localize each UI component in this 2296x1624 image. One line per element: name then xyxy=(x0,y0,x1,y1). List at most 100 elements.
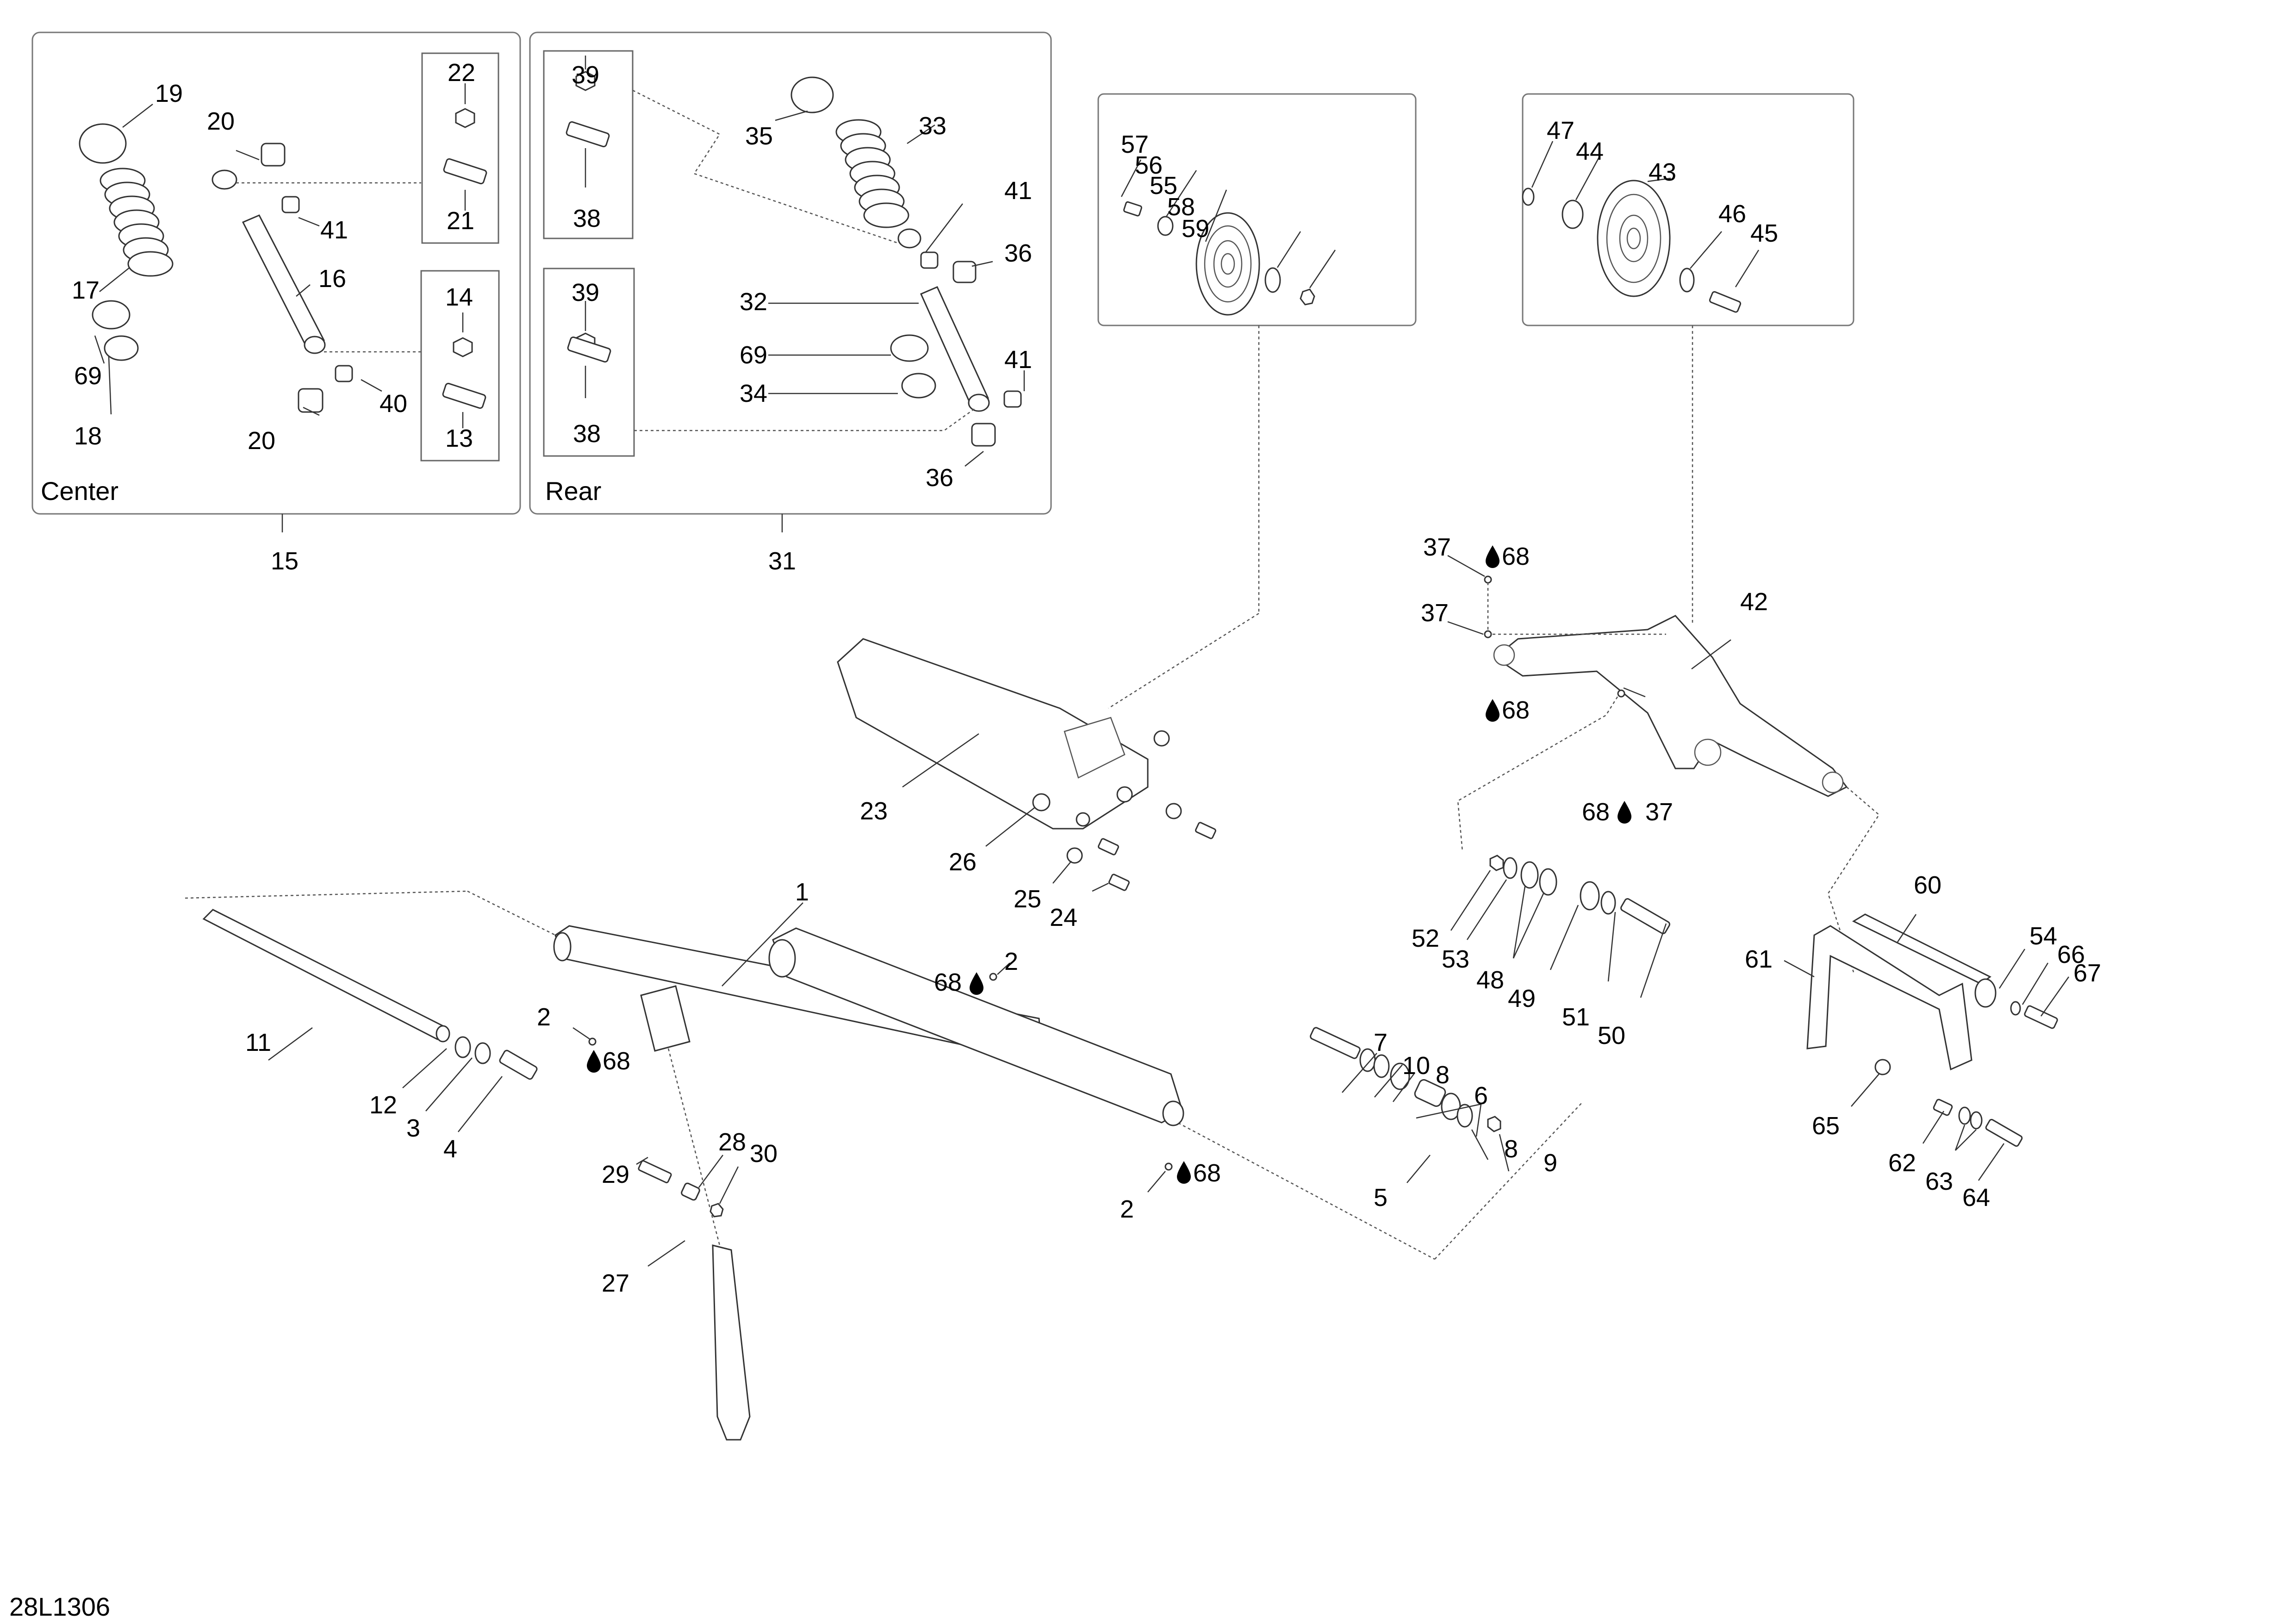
callout-37[interactable]: 37 xyxy=(1423,533,1451,561)
callout-38[interactable]: 38 xyxy=(573,205,601,232)
callout-55[interactable]: 55 xyxy=(1150,172,1177,200)
callout-64[interactable]: 64 xyxy=(1962,1184,1990,1212)
bolt-57[interactable] xyxy=(1123,201,1142,217)
nut-65[interactable] xyxy=(1874,1059,1891,1075)
callout-48[interactable]: 48 xyxy=(1476,966,1504,994)
nut-9[interactable] xyxy=(1487,1116,1501,1132)
callout-60[interactable]: 60 xyxy=(1914,871,1941,899)
callout-33[interactable]: 33 xyxy=(919,112,946,140)
spacer-62[interactable] xyxy=(1933,1099,1953,1116)
washer[interactable] xyxy=(1165,803,1182,819)
washer-53[interactable] xyxy=(1503,857,1518,879)
callout-38[interactable]: 38 xyxy=(573,420,601,448)
callout-31[interactable]: 31 xyxy=(768,547,796,575)
idler-wheel-43[interactable] xyxy=(1597,180,1671,297)
lubricant-callout-68[interactable]: 68 xyxy=(1582,798,1631,826)
callout-2[interactable]: 2 xyxy=(1004,948,1018,975)
callout-45[interactable]: 45 xyxy=(1750,219,1778,247)
nut[interactable] xyxy=(1153,730,1170,747)
callout-39[interactable]: 39 xyxy=(572,61,599,89)
nut-14[interactable] xyxy=(453,337,473,357)
callout-11[interactable]: 11 xyxy=(245,1029,271,1056)
link-27[interactable] xyxy=(712,1244,751,1441)
callout-18[interactable]: 18 xyxy=(74,422,102,450)
adjuster-ring-18[interactable] xyxy=(104,335,139,361)
callout-14[interactable]: 14 xyxy=(445,283,473,311)
callout-36[interactable]: 36 xyxy=(926,464,953,492)
bellcrank-61[interactable] xyxy=(1806,925,1972,1071)
callout-5[interactable]: 5 xyxy=(1374,1184,1388,1212)
callout-26[interactable]: 26 xyxy=(949,848,977,876)
callout-53[interactable]: 53 xyxy=(1442,945,1469,973)
shock-absorber-32[interactable] xyxy=(897,228,990,412)
callout-28[interactable]: 28 xyxy=(718,1128,746,1156)
callout-66[interactable]: 66 xyxy=(2057,941,2085,968)
callout-43[interactable]: 43 xyxy=(1649,158,1676,186)
callout-41[interactable]: 41 xyxy=(320,216,348,244)
bolt-21[interactable] xyxy=(443,158,487,185)
callout-9[interactable]: 9 xyxy=(1543,1149,1557,1177)
bolt-7[interactable] xyxy=(1310,1027,1361,1059)
nut-52[interactable] xyxy=(1489,855,1504,871)
grease-fitting-2[interactable] xyxy=(1164,1162,1173,1171)
shock-absorber-16[interactable] xyxy=(212,169,326,354)
callout-2[interactable]: 2 xyxy=(1120,1195,1134,1223)
callout-62[interactable]: 62 xyxy=(1888,1149,1916,1177)
grease-fitting-37[interactable] xyxy=(1484,575,1492,584)
callout-23[interactable]: 23 xyxy=(860,797,888,825)
grease-fitting-37[interactable] xyxy=(1484,630,1492,638)
bolt-67[interactable] xyxy=(2024,1005,2058,1029)
bushing-36-upper[interactable] xyxy=(952,261,977,283)
adjuster-ring-34[interactable] xyxy=(901,373,936,399)
bushing-6[interactable] xyxy=(1390,1062,1410,1090)
callout-44[interactable]: 44 xyxy=(1576,137,1604,165)
callout-36[interactable]: 36 xyxy=(1004,239,1032,267)
nut-26[interactable] xyxy=(1032,793,1051,812)
shaft-60[interactable] xyxy=(1852,913,1991,985)
callout-46[interactable]: 46 xyxy=(1718,200,1746,228)
washer-8[interactable] xyxy=(1373,1054,1390,1078)
callout-17[interactable]: 17 xyxy=(72,276,100,304)
callout-47[interactable]: 47 xyxy=(1547,117,1574,144)
spring-retainer-19[interactable] xyxy=(79,123,127,164)
nut-39[interactable] xyxy=(575,71,596,91)
spacer-12[interactable] xyxy=(454,1036,471,1058)
spacer-56[interactable] xyxy=(1157,216,1174,236)
callout-25[interactable]: 25 xyxy=(1014,885,1041,913)
callout-37[interactable]: 37 xyxy=(1421,599,1449,627)
callout-42[interactable]: 42 xyxy=(1740,588,1768,616)
callout-65[interactable]: 65 xyxy=(1812,1112,1840,1140)
bushing-41-lower[interactable] xyxy=(1003,390,1022,408)
callout-40[interactable]: 40 xyxy=(380,390,407,418)
grease-fitting-2[interactable] xyxy=(588,1037,597,1046)
spring-seat-69[interactable] xyxy=(92,300,131,330)
spring-seat-69[interactable] xyxy=(890,334,929,362)
nut-22[interactable] xyxy=(455,108,475,128)
spring-retainer-35[interactable] xyxy=(790,76,834,113)
callout-54[interactable]: 54 xyxy=(2029,922,2057,950)
washer-58[interactable] xyxy=(1264,267,1281,293)
callout-20[interactable]: 20 xyxy=(248,427,275,455)
callout-58[interactable]: 58 xyxy=(1167,193,1195,221)
callout-10[interactable]: 10 xyxy=(1402,1052,1430,1080)
bolt-13[interactable] xyxy=(442,382,486,409)
callout-8[interactable]: 8 xyxy=(1504,1135,1518,1163)
callout-24[interactable]: 24 xyxy=(1050,904,1077,931)
nut-59[interactable] xyxy=(1300,288,1315,306)
callout-34[interactable]: 34 xyxy=(740,380,767,407)
spring-17[interactable] xyxy=(100,168,174,277)
washer-46[interactable] xyxy=(1679,268,1695,293)
washer-63[interactable] xyxy=(1958,1106,1971,1125)
washer-8[interactable] xyxy=(1456,1104,1473,1128)
bushing-40[interactable] xyxy=(335,365,353,382)
bolt[interactable] xyxy=(1098,838,1119,856)
washer-66[interactable] xyxy=(2010,1001,2021,1016)
callout-63[interactable]: 63 xyxy=(1925,1168,1953,1195)
washer-51[interactable] xyxy=(1600,891,1616,915)
idler-wheel-55[interactable] xyxy=(1195,212,1260,316)
callout-6[interactable]: 6 xyxy=(1474,1082,1488,1110)
callout-51[interactable]: 51 xyxy=(1562,1003,1590,1031)
callout-49[interactable]: 49 xyxy=(1508,985,1536,1012)
callout-59[interactable]: 59 xyxy=(1182,215,1209,243)
nut-30[interactable] xyxy=(709,1203,724,1218)
